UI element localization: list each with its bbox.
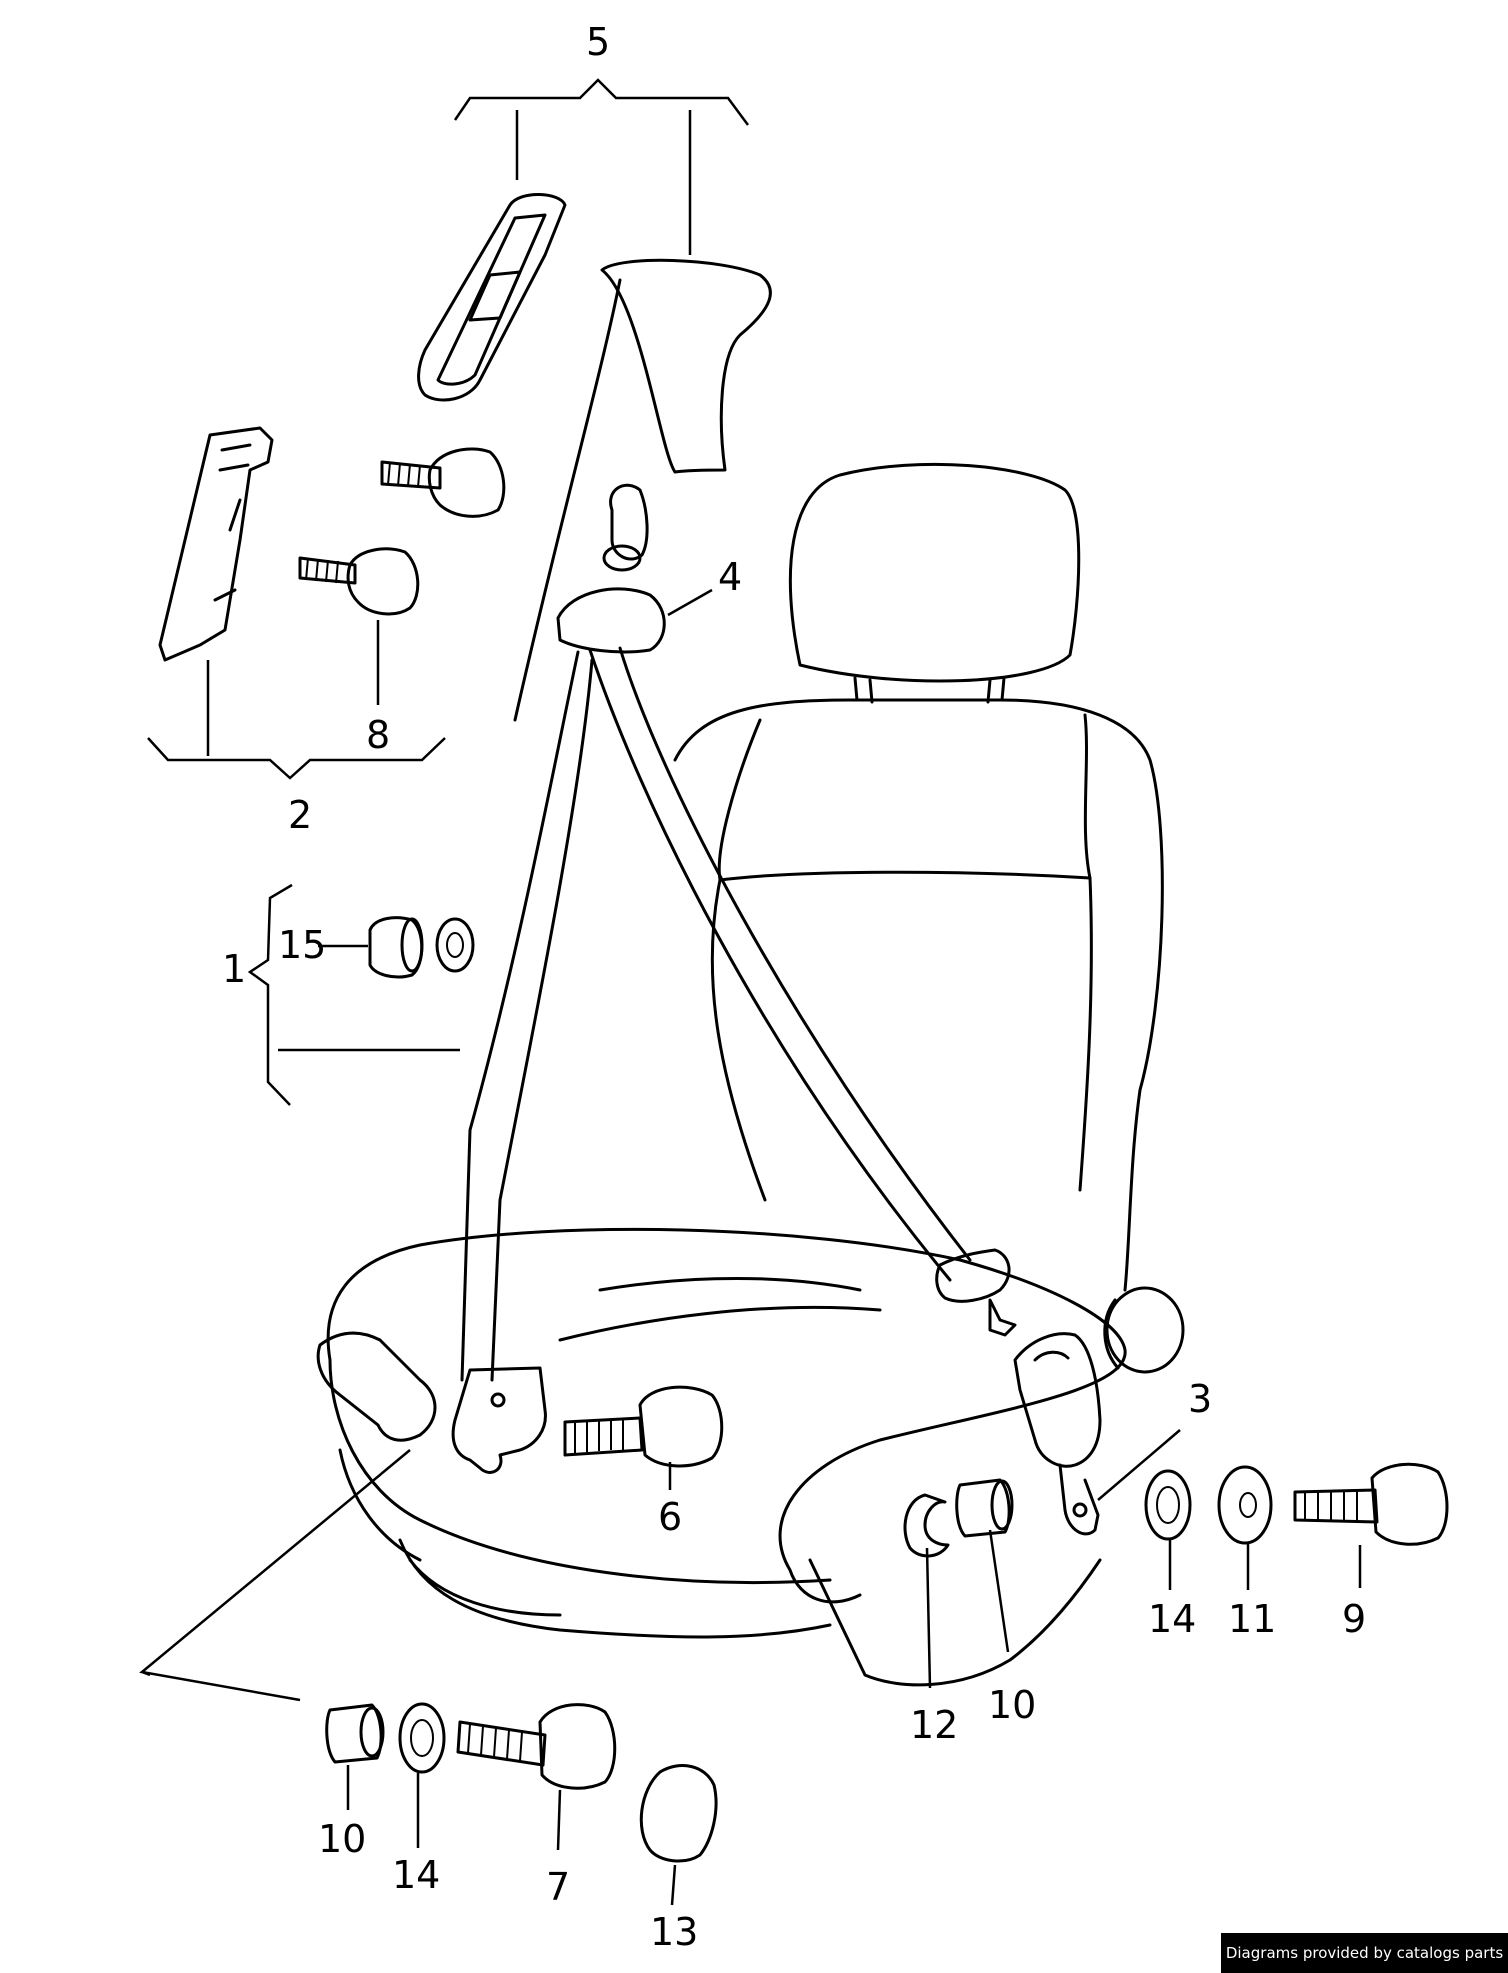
backrest-seam xyxy=(717,713,1092,882)
trim-cover-panel xyxy=(417,193,567,402)
callout-14-right: 14 xyxy=(1148,1597,1196,1641)
headrest-post-left xyxy=(853,676,874,704)
callout-8: 8 xyxy=(366,713,390,757)
callout-3: 3 xyxy=(1188,1377,1212,1421)
callout-1: 1 xyxy=(222,947,246,991)
bolt-8-lower xyxy=(298,547,420,616)
seat xyxy=(326,462,1164,1687)
belt-height-adjuster xyxy=(556,587,666,654)
seat-side-cap-edge xyxy=(1103,1298,1120,1370)
callout-4: 4 xyxy=(718,555,742,599)
headrest xyxy=(788,462,1081,683)
trim-cover-panel-inner xyxy=(436,213,547,386)
washer-11 xyxy=(1217,1465,1273,1545)
washer-14-right xyxy=(1144,1469,1192,1541)
seat-cushion-insert xyxy=(558,1276,882,1342)
pillar-trim-lower xyxy=(513,278,622,722)
cap-15-rim xyxy=(400,917,424,973)
belt-vertical-section xyxy=(460,650,594,1382)
spacer-10-right-face xyxy=(990,1479,1014,1531)
anchor-bolt-hole xyxy=(490,1392,506,1408)
belt-guide-anchor xyxy=(602,544,642,572)
callout-5: 5 xyxy=(586,20,610,64)
belt-latch-tongue xyxy=(935,1248,1017,1337)
backrest-panel xyxy=(710,876,1093,1202)
buckle-slot xyxy=(1033,1350,1070,1362)
seat-side-cap xyxy=(1105,1286,1185,1374)
seat-belt-buckle xyxy=(1013,1332,1102,1468)
cap-15 xyxy=(368,916,424,979)
bolt-9 xyxy=(1293,1462,1449,1546)
seat-frame xyxy=(398,1538,832,1639)
leader-lines xyxy=(139,78,1362,1906)
callout-14-bottom: 14 xyxy=(392,1853,440,1897)
spacer-10-bottom-face xyxy=(359,1706,385,1758)
seat-cushion-front xyxy=(328,1358,832,1584)
callout-12: 12 xyxy=(910,1703,958,1747)
headrest-post-right xyxy=(986,676,1006,704)
spacer-10-bottom xyxy=(325,1703,383,1764)
callout-11: 11 xyxy=(1228,1597,1276,1641)
washer-11-hole xyxy=(1239,1492,1257,1518)
cap-13 xyxy=(639,1764,718,1863)
bolt-8-upper xyxy=(380,447,506,518)
seat-base xyxy=(808,1558,1102,1687)
height-adjuster-rail xyxy=(158,426,274,662)
washer-15 xyxy=(435,917,475,973)
pillar-trim xyxy=(600,258,772,474)
spacer-10-right xyxy=(955,1478,1011,1538)
trim-cover-label xyxy=(468,270,522,322)
belt-shoulder-section xyxy=(588,646,972,1282)
seat-left-rail xyxy=(338,1448,422,1562)
callout-15: 15 xyxy=(278,923,326,967)
washer-15-hole xyxy=(446,932,464,958)
b-pillar-trim xyxy=(513,258,772,722)
clip-12 xyxy=(903,1493,950,1558)
backrest xyxy=(673,698,1164,1292)
callout-labels: 5 4 8 2 15 1 6 3 12 10 14 11 9 10 14 7 1… xyxy=(222,20,1366,1954)
buckle-mount-hole xyxy=(1072,1502,1088,1518)
callout-10-bottom: 10 xyxy=(318,1817,366,1861)
callout-7: 7 xyxy=(546,1865,570,1909)
washer-14-right-hole xyxy=(1156,1486,1180,1524)
callout-9: 9 xyxy=(1342,1597,1366,1641)
height-adjuster-rail-inner xyxy=(213,443,252,602)
callout-6: 6 xyxy=(658,1495,682,1539)
diagram-credit: Diagrams provided by catalogs parts xyxy=(1221,1933,1508,1973)
bolt-7 xyxy=(456,1703,617,1790)
buckle-mount-plate xyxy=(1058,1463,1100,1536)
washer-14-bottom-hole xyxy=(410,1719,434,1757)
bolt-6 xyxy=(563,1385,724,1468)
callout-2: 2 xyxy=(288,793,312,837)
callout-13: 13 xyxy=(650,1910,698,1954)
callout-10-right: 10 xyxy=(988,1683,1036,1727)
belt-lower-anchor xyxy=(451,1366,547,1474)
belt-guide-slot xyxy=(609,483,649,561)
retractor-cover xyxy=(316,1331,437,1442)
washer-14-bottom xyxy=(398,1702,446,1774)
